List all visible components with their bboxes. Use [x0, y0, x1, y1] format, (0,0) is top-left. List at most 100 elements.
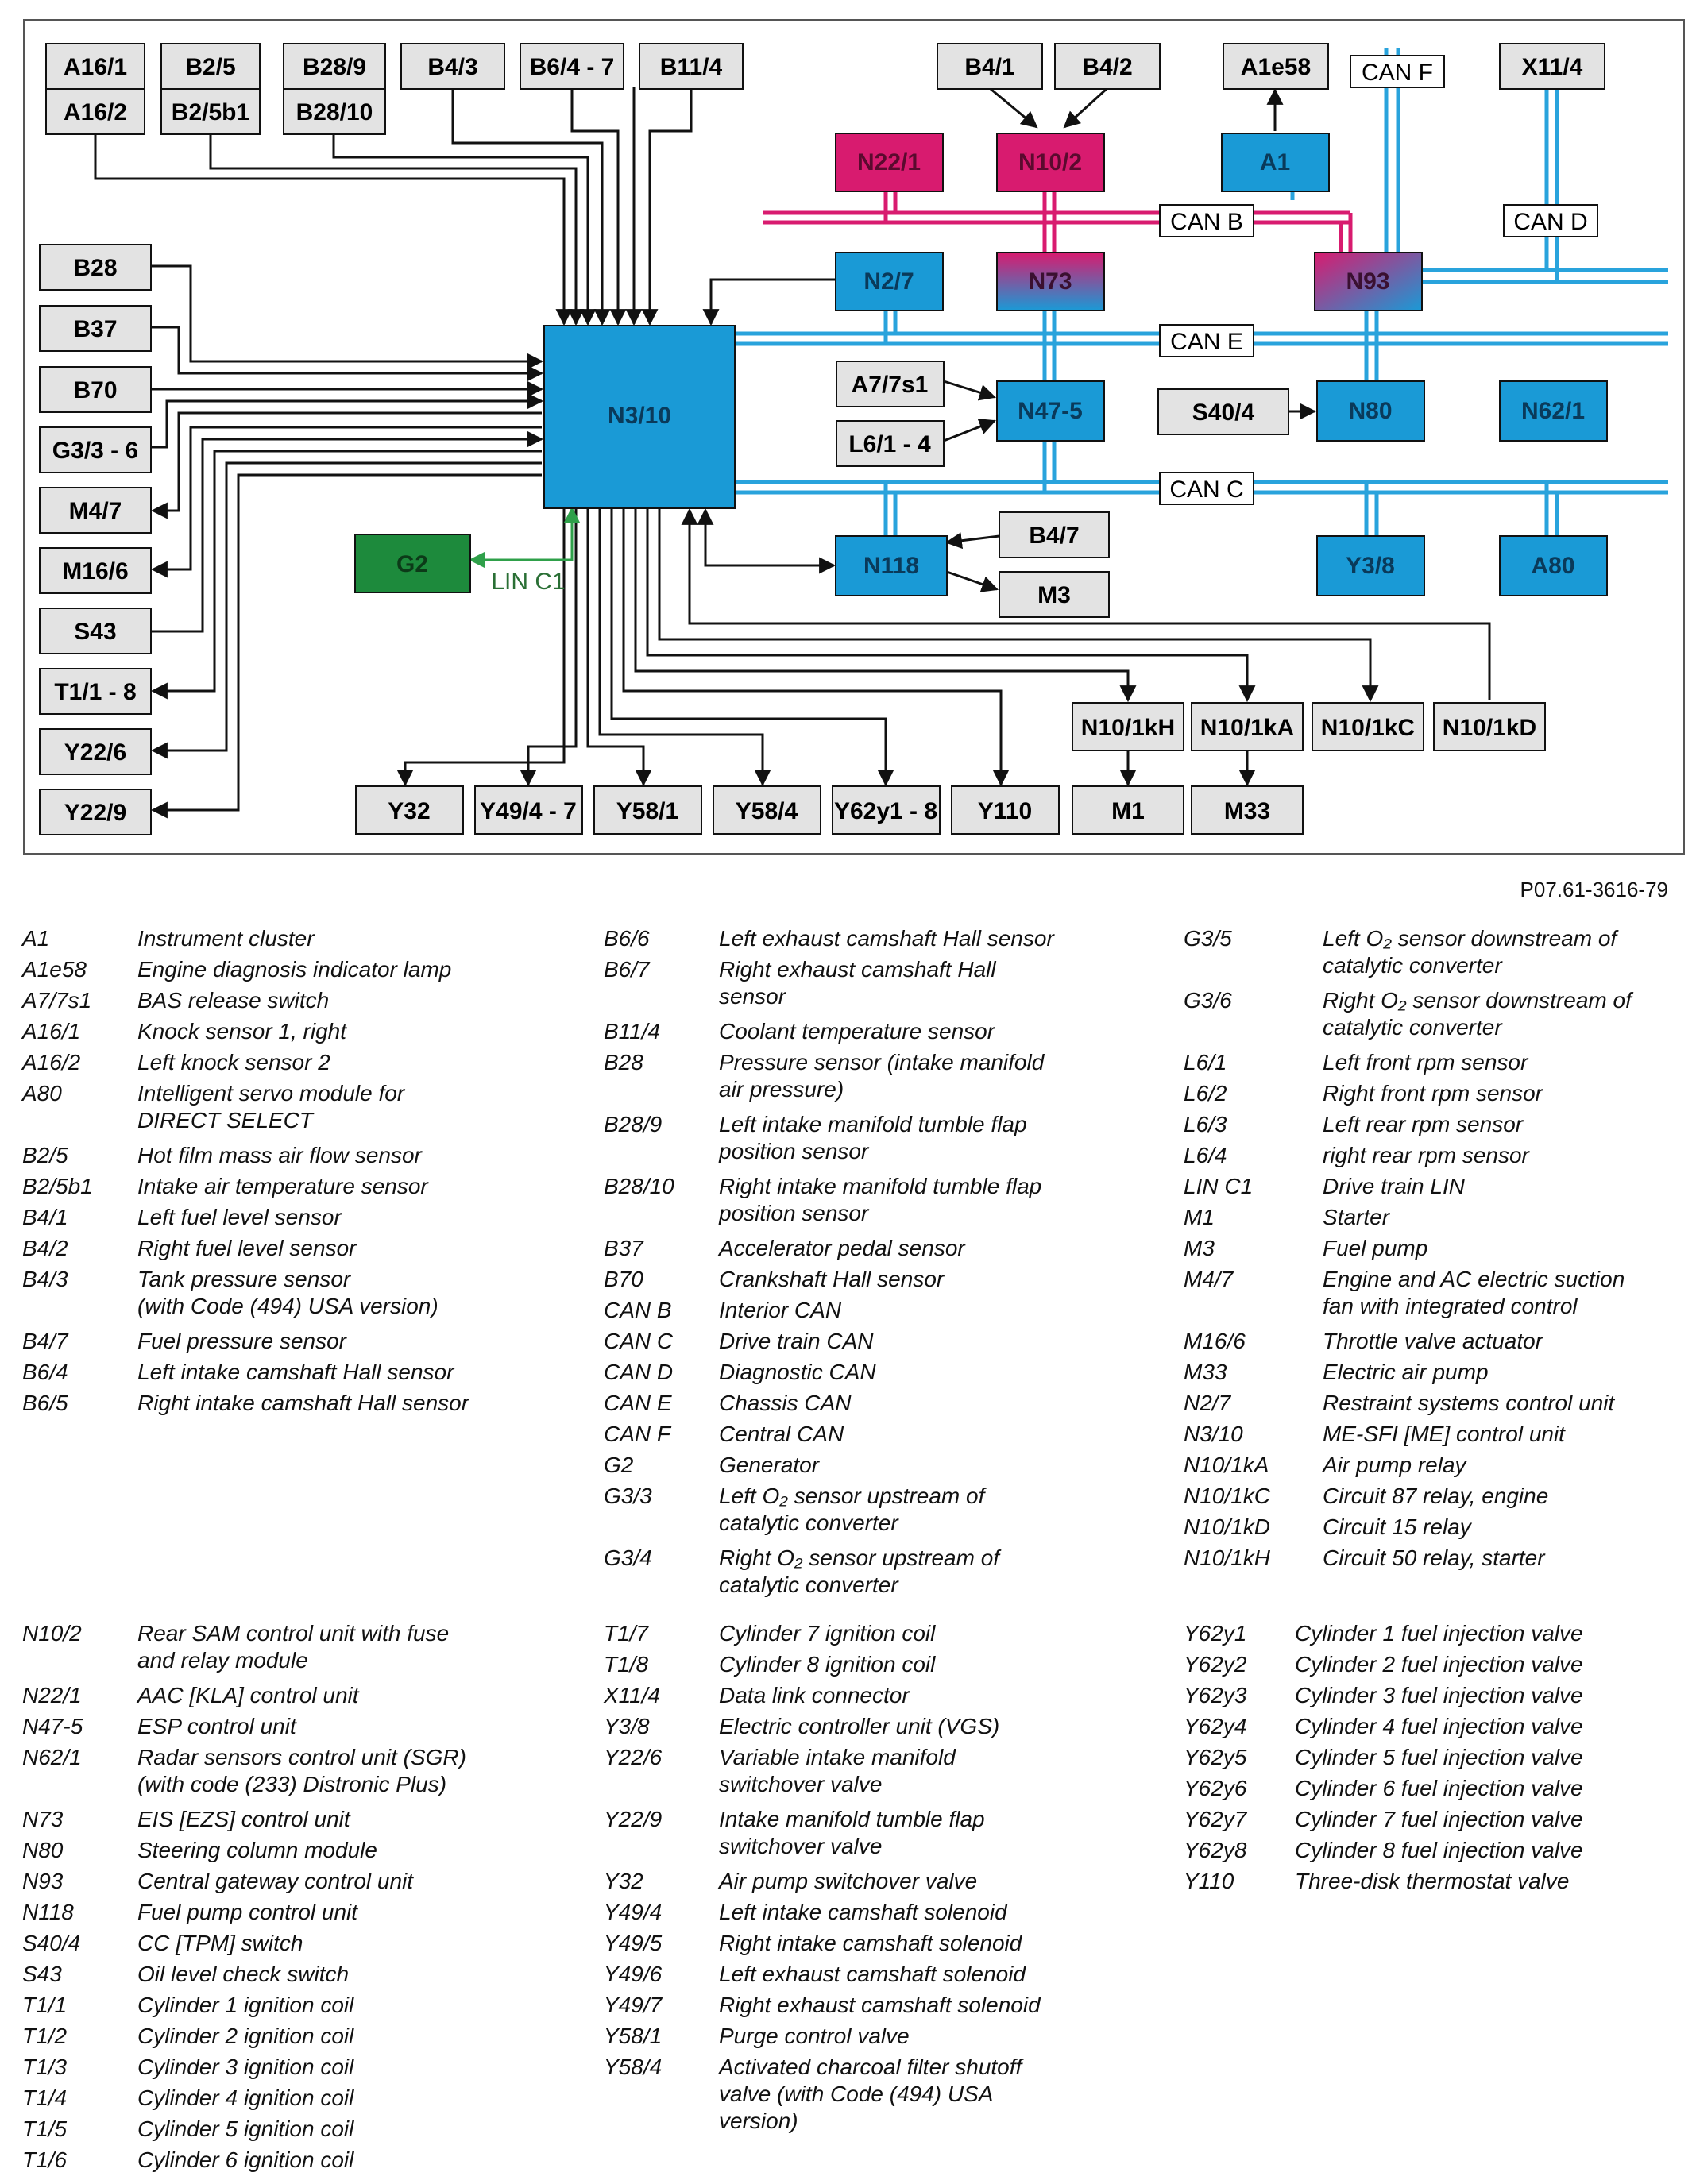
legend-description: Drive train LIN — [1323, 1174, 1465, 1198]
legend-code: Y62y2 — [1184, 1652, 1247, 1677]
legend-description: Central CAN — [719, 1422, 844, 1446]
legend-description: Right intake camshaft Hall sensor — [137, 1391, 469, 1415]
legend-description: Chassis CAN — [719, 1391, 852, 1415]
legend-description: Fuel pressure sensor — [137, 1329, 347, 1353]
legend-description: Left O₂ sensor downstream of catalytic c… — [1323, 926, 1617, 978]
box-b11-4: B11/4 — [660, 54, 723, 80]
box-b4-7: B4/7 — [1029, 523, 1079, 549]
box-a16-1: A16/1 — [64, 54, 127, 80]
legend-description: Pressure sensor (intake manifold air pre… — [719, 1050, 1045, 1102]
legend-code: T1/5 — [22, 2116, 68, 2141]
box-b28-10: B28/10 — [296, 99, 373, 125]
legend-description: Cylinder 5 fuel injection valve — [1295, 1745, 1583, 1769]
legend-code: CAN B — [604, 1298, 672, 1322]
legend-code: B4/7 — [22, 1329, 68, 1353]
legend-description: Activated charcoal filter shutoff valve … — [719, 2055, 1022, 2133]
legend-code: B2/5b1 — [22, 1174, 93, 1198]
box-y22-6: Y22/6 — [64, 739, 126, 766]
box-y58-4: Y58/4 — [736, 798, 798, 824]
legend-code: Y58/4 — [604, 2055, 663, 2079]
figure-reference: P07.61-3616-79 — [1520, 878, 1668, 901]
legend-description: Cylinder 8 ignition coil — [719, 1652, 936, 1677]
legend-code: G3/4 — [604, 1545, 652, 1570]
can-c-label: CAN C — [1169, 477, 1243, 503]
legend-code: G2 — [604, 1453, 634, 1477]
legend-description: Accelerator pedal sensor — [719, 1236, 965, 1260]
legend-code: N10/1kH — [1184, 1545, 1270, 1570]
legend-code: M16/6 — [1184, 1329, 1246, 1353]
legend-description: Left front rpm sensor — [1323, 1050, 1528, 1075]
box-m16-6: M16/6 — [62, 558, 128, 585]
legend-code: N10/1kA — [1184, 1453, 1269, 1477]
legend-code: T1/7 — [604, 1621, 649, 1646]
box-b4-3: B4/3 — [427, 54, 477, 80]
legend-code: Y22/9 — [604, 1807, 663, 1831]
legend-code: A16/1 — [22, 1019, 81, 1044]
box-y22-9: Y22/9 — [64, 800, 126, 826]
box-n73: N73 — [1028, 268, 1072, 295]
legend-code: Y49/4 — [604, 1900, 663, 1924]
box-y62y1-8: Y62y1 - 8 — [834, 798, 937, 824]
legend-description: Left exhaust camshaft solenoid — [719, 1962, 1026, 1986]
legend-code: B6/4 — [22, 1360, 68, 1384]
legend-description: Cylinder 5 ignition coil — [137, 2116, 354, 2141]
legend-description: Variable intake manifold switchover valv… — [719, 1745, 956, 1796]
legend-description: Circuit 50 relay, starter — [1323, 1545, 1545, 1570]
legend-description: Left intake manifold tumble flap positio… — [719, 1112, 1027, 1163]
legend-description: Cylinder 1 fuel injection valve — [1295, 1621, 1583, 1646]
component-boxes: A16/1 A16/2 B2/5 B2/5b1 B28/9 B28/10 B4/… — [39, 43, 1608, 835]
legend-description: Intake air temperature sensor — [137, 1174, 428, 1198]
legend-code: L6/3 — [1184, 1112, 1227, 1136]
legend-description: ESP control unit — [137, 1714, 296, 1738]
legend-description: AAC [KLA] control unit — [137, 1683, 359, 1707]
box-x11-4: X11/4 — [1522, 54, 1583, 80]
legend-description: Restraint systems control unit — [1323, 1391, 1615, 1415]
legend-description: ME-SFI [ME] control unit — [1323, 1422, 1565, 1446]
legend-description: Circuit 87 relay, engine — [1323, 1484, 1549, 1508]
legend-description: EIS [EZS] control unit — [137, 1807, 350, 1831]
box-b2-5: B2/5 — [185, 54, 235, 80]
legend-description: CC [TPM] switch — [137, 1931, 303, 1955]
legend-description: Left knock sensor 2 — [137, 1050, 330, 1075]
lin-c1-line — [468, 506, 581, 569]
box-g3-3-6: G3/3 - 6 — [52, 438, 138, 464]
legend-code: B28/10 — [604, 1174, 674, 1198]
box-n3-10: N3/10 — [608, 403, 671, 429]
legend-description: Right exhaust camshaft Hall sensor — [719, 957, 996, 1009]
legend-description: Cylinder 4 ignition coil — [137, 2086, 354, 2110]
box-a1: A1 — [1260, 149, 1290, 176]
box-s40-4: S40/4 — [1192, 399, 1255, 426]
box-n10-1ka: N10/1kA — [1200, 715, 1294, 741]
legend-description: Right O₂ sensor upstream of catalytic co… — [719, 1545, 1000, 1597]
legend-code: Y49/7 — [604, 1993, 663, 2017]
legend-code: B4/2 — [22, 1236, 68, 1260]
legend-description: Engine diagnosis indicator lamp — [137, 957, 452, 982]
legend-code: T1/3 — [22, 2055, 68, 2079]
legend-description: Electric air pump — [1323, 1360, 1489, 1384]
legend-code: B6/6 — [604, 926, 650, 951]
legend-description: Starter — [1323, 1205, 1390, 1229]
legend-code: G3/6 — [1184, 988, 1232, 1013]
legend-description: Intelligent servo module for DIRECT SELE… — [137, 1081, 405, 1133]
legend-code: N2/7 — [1184, 1391, 1231, 1415]
box-t1-1-8: T1/1 - 8 — [54, 679, 136, 705]
box-a7-7s1: A7/7s1 — [852, 372, 929, 398]
legend-description: Central gateway control unit — [137, 1869, 414, 1893]
legend-description: BAS release switch — [137, 988, 330, 1013]
legend-code: CAN F — [604, 1422, 670, 1446]
legend-code: G3/3 — [604, 1484, 652, 1508]
legend-code: A16/2 — [22, 1050, 81, 1075]
box-b28: B28 — [73, 255, 117, 281]
box-b37: B37 — [73, 316, 117, 342]
box-m1: M1 — [1111, 798, 1145, 824]
legend-description: Left O₂ sensor upstream of catalytic con… — [719, 1484, 985, 1535]
legend-description: Diagnostic CAN — [719, 1360, 876, 1384]
box-b4-1: B4/1 — [964, 54, 1014, 80]
legend-code: Y62y4 — [1184, 1714, 1247, 1738]
legend-description: Electric controller unit (VGS) — [719, 1714, 1000, 1738]
legend-code: N10/1kC — [1184, 1484, 1270, 1508]
legend-code: A7/7s1 — [22, 988, 92, 1013]
legend-description: Steering column module — [137, 1838, 377, 1862]
legend-code: N10/1kD — [1184, 1515, 1270, 1539]
legend-code: T1/1 — [22, 1993, 68, 2017]
